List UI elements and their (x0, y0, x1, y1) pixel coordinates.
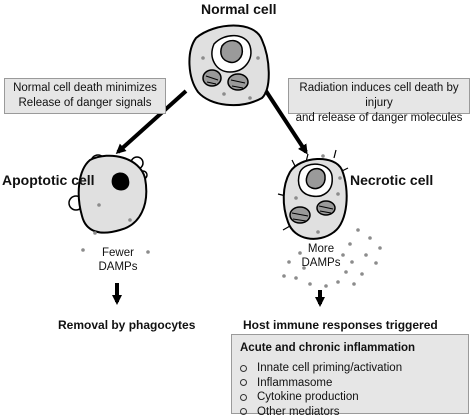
right-note-line-2: and release of danger molecules (293, 111, 465, 126)
bullet-icon (240, 365, 247, 372)
right-note-line-1: Radiation induces cell death by injury (293, 81, 465, 111)
right-note-box: Radiation induces cell death by injury a… (288, 78, 470, 114)
list-item: Inflammasome (240, 376, 468, 391)
more-damps-label: More DAMPs (296, 242, 346, 270)
apoptotic-cell (69, 155, 150, 254)
fewer-damps-label: Fewer DAMPs (92, 246, 144, 274)
bullet-icon (240, 394, 247, 401)
left-note-box: Normal cell death minimizes Release of d… (4, 78, 166, 114)
inflammation-panel: Acute and chronic inflammation Innate ce… (231, 334, 469, 414)
normal-cell (189, 26, 268, 106)
list-item-label: Cytokine production (257, 390, 359, 405)
list-item-label: Inflammasome (257, 376, 332, 391)
bullet-icon (240, 408, 247, 415)
more-damps-line-1: More (296, 242, 346, 256)
more-damps-line-2: DAMPs (296, 256, 346, 270)
panel-list: Innate cell priming/activation Inflammas… (232, 361, 468, 419)
panel-title: Acute and chronic inflammation (240, 342, 468, 354)
left-note-line-2: Release of danger signals (9, 96, 161, 111)
list-item-label: Innate cell priming/activation (257, 361, 402, 376)
fewer-damps-line-1: Fewer (92, 246, 144, 260)
apoptotic-cell-title: Apoptotic cell (2, 172, 95, 188)
immune-outcome-label: Host immune responses triggered (243, 318, 438, 332)
list-item: Cytokine production (240, 390, 468, 405)
normal-cell-title: Normal cell (201, 1, 276, 17)
necrotic-cell-title: Necrotic cell (350, 172, 433, 188)
bullet-icon (240, 379, 247, 386)
necrotic-cell (278, 150, 348, 239)
left-note-line-1: Normal cell death minimizes (9, 81, 161, 96)
fewer-damps-line-2: DAMPs (92, 260, 144, 274)
list-item: Innate cell priming/activation (240, 361, 468, 376)
removal-outcome-label: Removal by phagocytes (58, 318, 195, 332)
